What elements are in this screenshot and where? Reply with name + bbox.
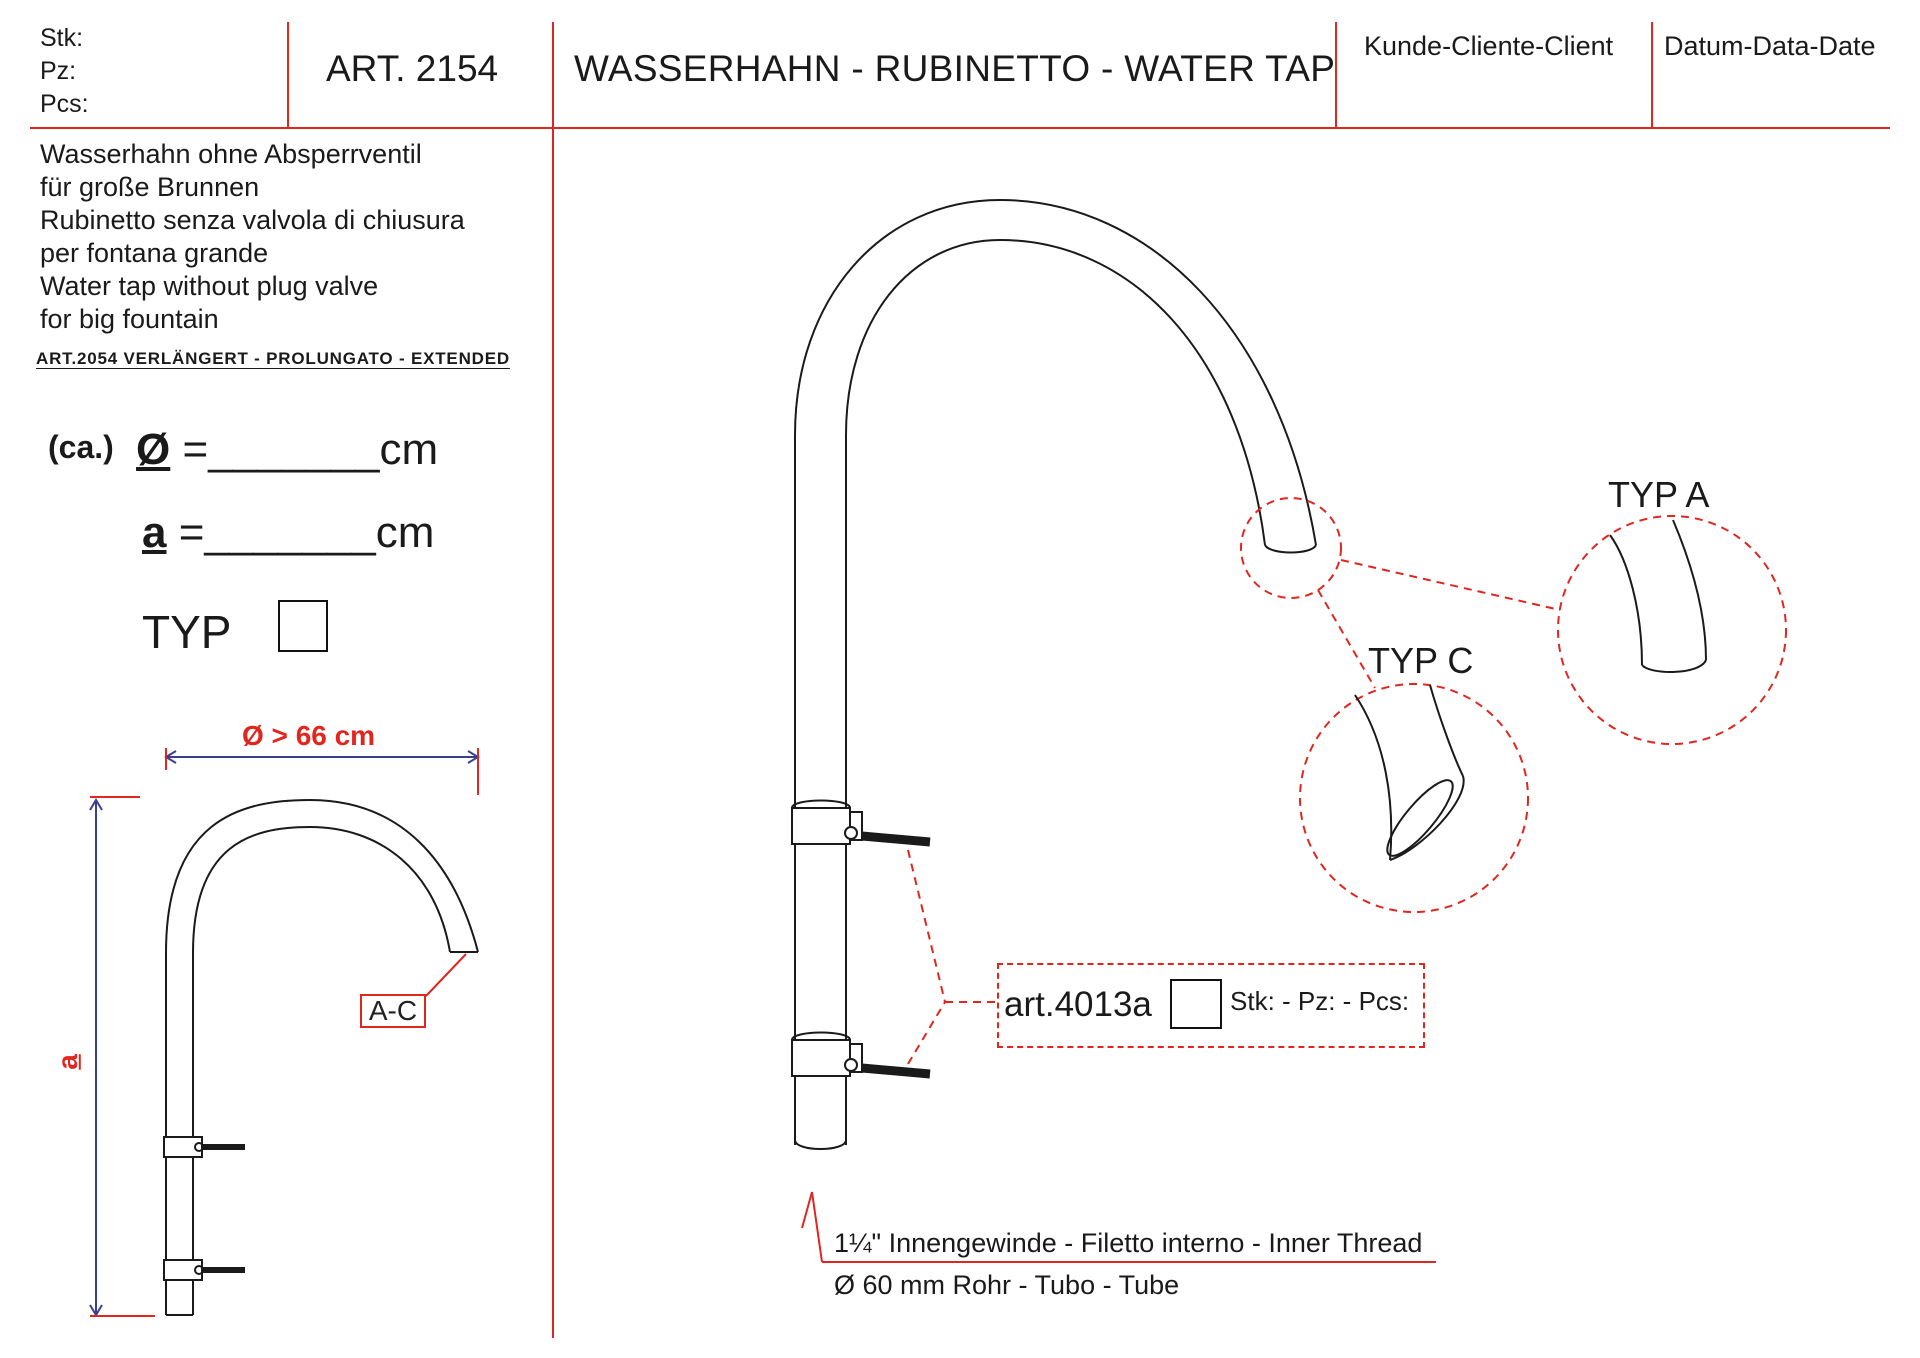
main-tap-drawing — [791, 198, 1317, 1150]
extended-version-note: ART.2054 VERLÄNGERT - PROLUNGATO - EXTEN… — [36, 349, 510, 368]
accessory-callout — [997, 963, 1425, 1048]
height-dimension-label: a — [51, 1054, 83, 1070]
quantity-labels: Stk: Pz: Pcs: — [40, 22, 89, 121]
description-line: for big fountain — [40, 304, 219, 334]
accessory-article: art.4013a — [1004, 985, 1152, 1024]
detail-callouts — [907, 497, 1787, 1065]
dimension-lines — [89, 750, 480, 1317]
page-title: WASSERHAHN - RUBINETTO - WATER TAP — [574, 48, 1336, 89]
qty-label-stk: Stk: — [40, 24, 84, 52]
outlet-type-label: A-C — [360, 994, 426, 1028]
description-line: per fontana grande — [40, 238, 269, 268]
date-field-label[interactable]: Datum-Data-Date — [1664, 31, 1876, 61]
thread-note: 1¼" Innengewinde - Filetto interno - Inn… — [834, 1228, 1423, 1258]
height-symbol: a — [142, 508, 167, 557]
type-c-label: TYP C — [1368, 640, 1474, 681]
description-line: Rubinetto senza valvola di chiusura — [40, 205, 465, 235]
description-line: Wasserhahn ohne Absperrventil — [40, 139, 422, 169]
accessory-quantity-label: Stk: - Pz: - Pcs: — [1230, 986, 1410, 1016]
type-label: TYP — [142, 606, 232, 658]
diameter-field[interactable]: (ca.) Ø =_______cm — [48, 425, 438, 475]
client-field-label[interactable]: Kunde-Cliente-Client — [1364, 31, 1614, 61]
height-field[interactable]: a =_______cm — [142, 508, 434, 558]
type-a-label: TYP A — [1608, 474, 1710, 515]
diameter-blank[interactable]: =_______cm — [182, 425, 439, 474]
approx-prefix: (ca.) — [48, 429, 114, 465]
typ-a-detail — [1609, 519, 1707, 673]
description-line: für große Brunnen — [40, 172, 260, 202]
header-frame — [30, 22, 1890, 1338]
qty-label-pcs: Pcs: — [40, 90, 89, 118]
type-checkbox[interactable] — [278, 600, 328, 652]
typ-c-detail — [1354, 684, 1465, 861]
height-blank[interactable]: =_______cm — [178, 508, 435, 557]
accessory-checkbox[interactable] — [1170, 979, 1222, 1029]
description-line: Water tap without plug valve — [40, 271, 379, 301]
diameter-dimension-label: Ø > 66 cm — [242, 720, 376, 751]
product-description: Wasserhahn ohne Absperrventil für große … — [40, 138, 465, 336]
tube-note: Ø 60 mm Rohr - Tubo - Tube — [834, 1270, 1180, 1300]
small-tap-drawing — [163, 798, 479, 1316]
diameter-symbol: Ø — [136, 425, 171, 474]
article-number: ART. 2154 — [326, 48, 499, 89]
qty-label-pz: Pz: — [40, 57, 77, 85]
